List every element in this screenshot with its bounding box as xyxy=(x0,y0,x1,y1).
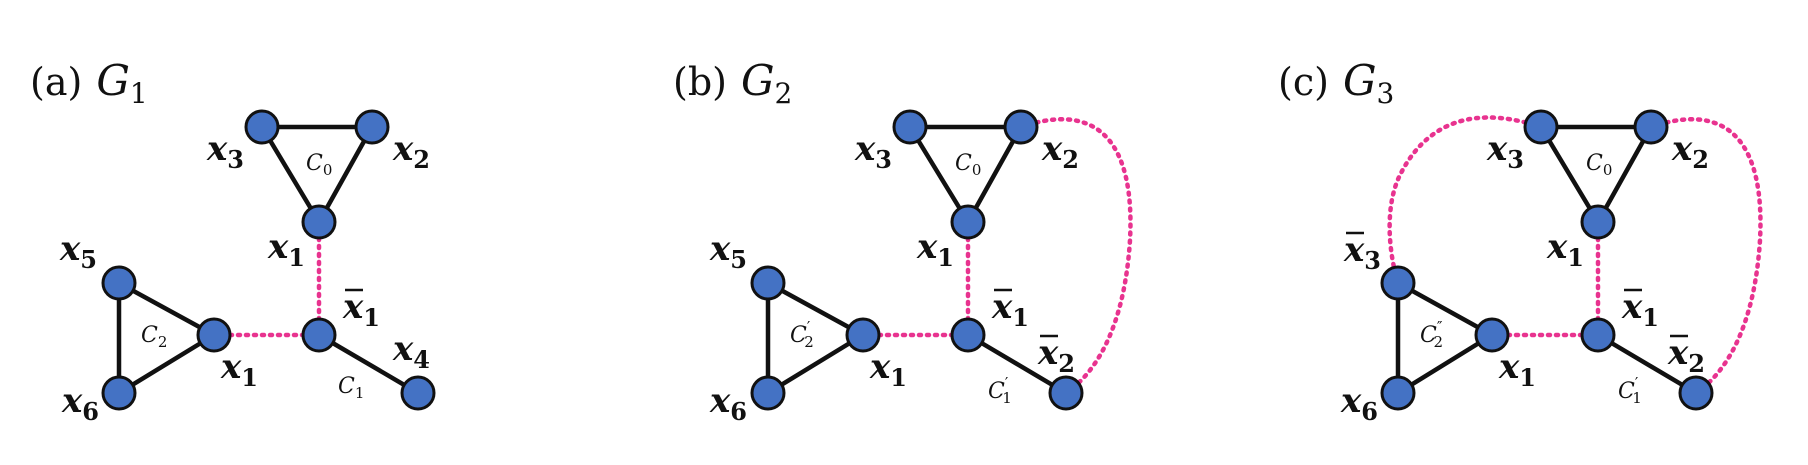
vertex-label-x1-left: x1 xyxy=(869,347,907,392)
vertex-node xyxy=(301,204,337,240)
vertex-label-x5: x5 xyxy=(59,229,97,274)
edge xyxy=(1538,124,1601,225)
vertex-label-x3: x3 xyxy=(854,129,892,174)
vertex-node xyxy=(1474,317,1510,353)
dotted-edge xyxy=(1387,115,1544,286)
edge xyxy=(765,332,866,396)
vertex-label-x1-left: x1 xyxy=(1498,347,1536,392)
vertex-label-x2: x2 xyxy=(392,129,430,174)
dotted-edge xyxy=(1018,117,1133,396)
vertex-label-x5: x5 xyxy=(709,229,747,274)
panel-a-graph-sub: 1 xyxy=(130,77,148,110)
vertex-node xyxy=(1580,204,1616,240)
vertex-node xyxy=(950,317,986,353)
panel-b: (b) G2 x3 x2 x1 x5 x1 x1 x2 x6 C0 C′2 C′1 xyxy=(673,56,1133,426)
panel-b-title: (b) G2 xyxy=(673,56,792,110)
vertex-node xyxy=(301,317,337,353)
edge xyxy=(1395,332,1495,396)
vertex-node xyxy=(101,265,137,301)
vertex-label-x1: x1 xyxy=(1546,227,1584,272)
vertex-node xyxy=(400,375,436,411)
vertex-node xyxy=(1380,265,1416,301)
vertex-node xyxy=(101,375,137,411)
vertex-node xyxy=(750,375,786,411)
panel-b-graph: G xyxy=(741,56,775,105)
cycle-label-c2-prime: C′2 xyxy=(790,318,814,351)
vertex-label-x6: x6 xyxy=(61,381,99,426)
vertex-node xyxy=(196,317,232,353)
edge xyxy=(907,124,971,225)
vertex-node xyxy=(1633,109,1669,145)
vertex-label-x1-bar: x1 xyxy=(991,287,1029,332)
panel-c-tag: (c) xyxy=(1278,60,1329,104)
cycle-label-c1-prime: C′1 xyxy=(1618,374,1642,407)
vertex-label-x6: x6 xyxy=(1340,381,1378,426)
vertex-label-x1-left: x1 xyxy=(220,347,258,392)
panel-c-graph: G xyxy=(1343,56,1377,105)
vertex-label-x1-bar: x1 xyxy=(342,287,380,332)
vertex-node xyxy=(1523,109,1559,145)
vertex-node xyxy=(354,109,390,145)
vertex-node xyxy=(845,317,881,353)
edge xyxy=(316,332,421,396)
cycle-label-c0: C0 xyxy=(1586,151,1612,179)
vertex-node xyxy=(750,265,786,301)
vertex-label-x2: x2 xyxy=(1041,129,1079,174)
edge xyxy=(965,332,1069,396)
edge xyxy=(259,124,322,225)
panel-a: (a) G1 x3 x2 x1 x5 x1 x1 x4 x6 C0 C2 xyxy=(30,56,436,426)
cycle-label-c1: C1 xyxy=(338,374,364,402)
vertex-node xyxy=(950,204,986,240)
edge xyxy=(1595,332,1699,396)
vertex-label-x2-bar: x2 xyxy=(1037,333,1075,378)
cycle-label-c0: C0 xyxy=(955,151,981,179)
dotted-edge xyxy=(1648,117,1763,396)
edge xyxy=(765,280,866,338)
edge xyxy=(1595,124,1654,225)
panel-c-graph-sub: 3 xyxy=(1377,77,1395,110)
vertex-label-x1-bar: x1 xyxy=(1621,287,1659,332)
vertex-label-x2-bar: x2 xyxy=(1667,333,1705,378)
vertex-label-x3: x3 xyxy=(1486,129,1524,174)
vertex-node xyxy=(1380,375,1416,411)
edge xyxy=(965,124,1024,225)
vertex-node xyxy=(1003,109,1039,145)
panel-a-tag: (a) xyxy=(30,60,82,104)
panel-a-title: (a) G1 xyxy=(30,56,148,110)
vertex-label-x3-bar: x3 xyxy=(1343,230,1381,275)
cycle-label-c0: C0 xyxy=(306,151,332,179)
vertex-node xyxy=(892,109,928,145)
edge xyxy=(316,124,375,225)
cycle-label-c1-prime: C′1 xyxy=(988,374,1012,407)
edge xyxy=(116,332,217,396)
panel-b-graph-sub: 2 xyxy=(775,77,793,110)
vertex-label-x4: x4 xyxy=(392,329,430,374)
panel-b-tag: (b) xyxy=(673,60,727,104)
edge xyxy=(1395,280,1495,338)
vertex-label-x1: x1 xyxy=(916,227,954,272)
vertex-node xyxy=(244,109,280,145)
vertex-node xyxy=(1678,375,1714,411)
edge xyxy=(116,280,217,338)
vertex-label-x1: x1 xyxy=(267,227,305,272)
panel-c-title: (c) G3 xyxy=(1278,56,1394,110)
vertex-node xyxy=(1580,317,1616,353)
vertex-label-x6: x6 xyxy=(709,381,747,426)
cycle-label-c2-double-prime: C″2 xyxy=(1420,318,1443,351)
panel-a-graph: G xyxy=(96,56,130,105)
vertex-node xyxy=(1048,375,1084,411)
vertex-label-x2: x2 xyxy=(1671,129,1709,174)
vertex-label-x3: x3 xyxy=(206,129,244,174)
panel-c: (c) G3 x3 x2 x1 x3 x1 x1 x2 x6 C0 C″2 xyxy=(1278,56,1763,426)
cycle-label-c2: C2 xyxy=(141,323,167,351)
